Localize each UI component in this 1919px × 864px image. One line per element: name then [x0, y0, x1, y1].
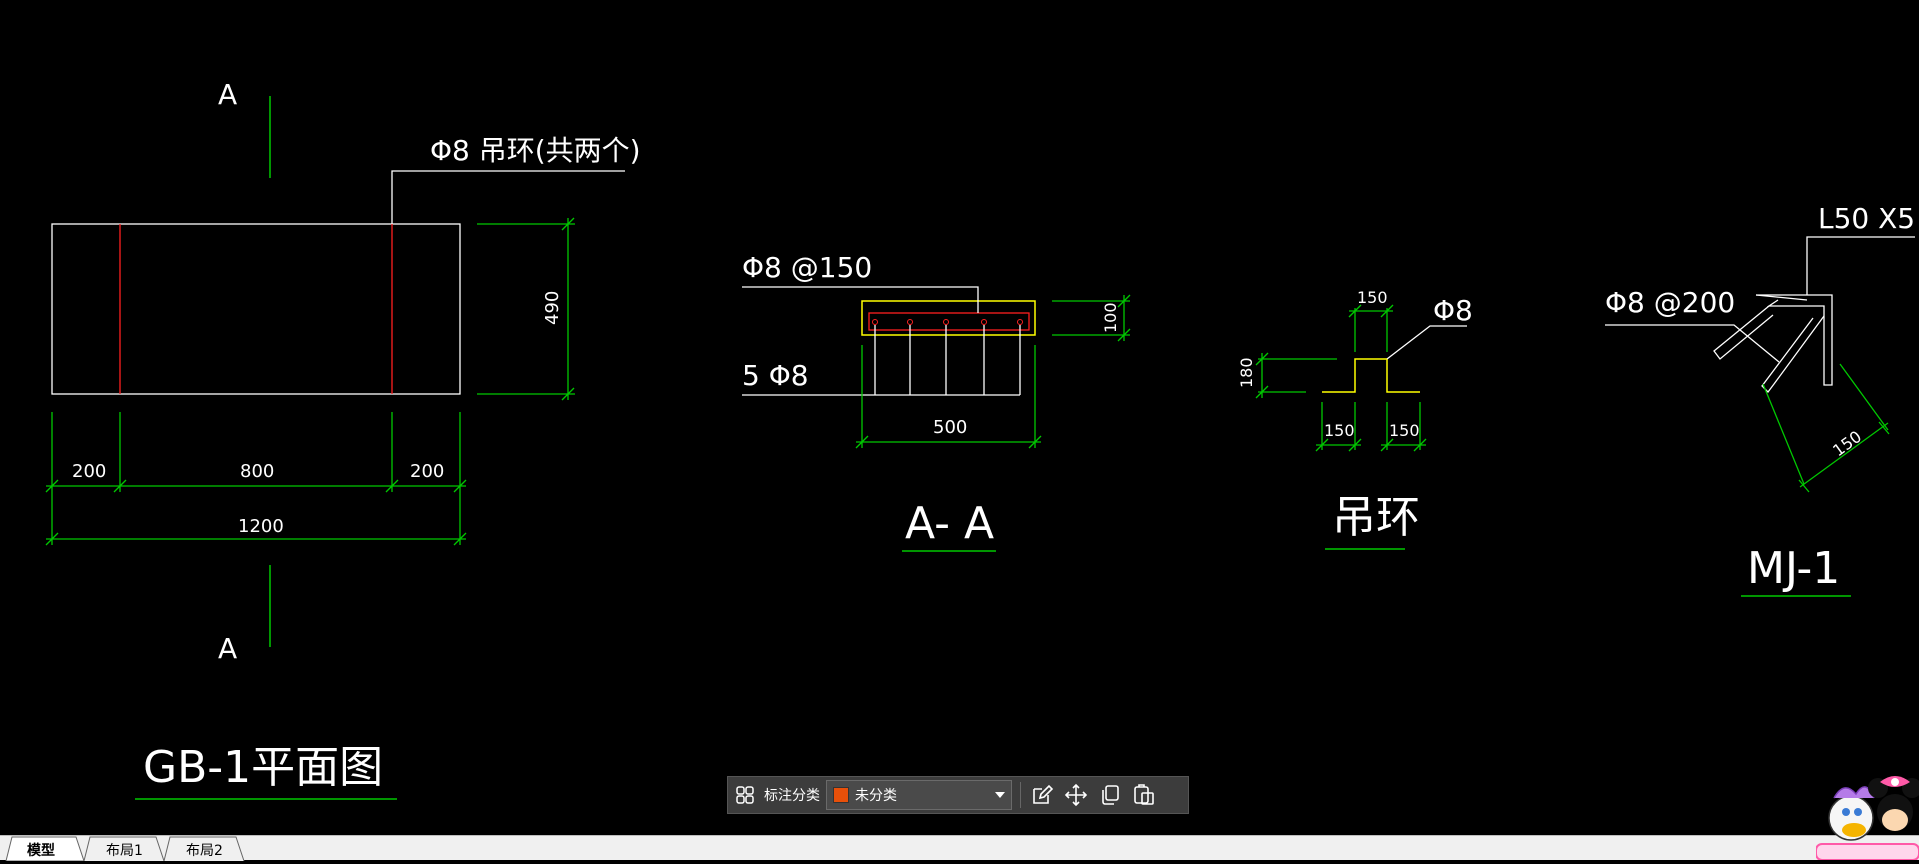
hook-leader: [391, 170, 625, 224]
category-select[interactable]: 未分类: [826, 780, 1012, 810]
plan-view: A A Φ8 吊环(共两个) 490 200 8: [45, 78, 641, 800]
category-label: 标注分类: [764, 788, 820, 804]
plan-title: GB-1平面图: [143, 742, 383, 793]
dim-seg-1: 200: [72, 461, 106, 482]
section-mark-bottom: A: [218, 632, 237, 665]
dim-seg-3: 200: [410, 461, 444, 482]
layout-tab-bar: 模型 布局1 布局2: [0, 835, 1919, 861]
top-bar-leader: [742, 286, 979, 313]
section-mark-top: A: [218, 78, 237, 111]
section-highlight: [861, 300, 1036, 336]
embed-dim: 150: [1829, 427, 1865, 460]
anchor-bar: [1761, 315, 1825, 393]
angle-edge: [1755, 294, 1808, 301]
annotation-toolbar: 标注分类 未分类: [727, 776, 1189, 814]
paste-icon[interactable]: [1127, 778, 1161, 812]
dim-thickness: 100: [1101, 302, 1120, 333]
tick: [561, 217, 575, 231]
hook-bar-leader: [1386, 325, 1467, 360]
tick: [1798, 479, 1810, 493]
hook-title: 吊环: [1332, 492, 1420, 543]
chevron-down-icon: [995, 792, 1005, 798]
tick: [561, 387, 575, 401]
tick: [855, 435, 869, 449]
tick: [1117, 328, 1131, 342]
ticks: [45, 479, 467, 546]
angle-steel: [1756, 294, 1833, 386]
tab-shapes: [5, 836, 245, 861]
copy-icon[interactable]: [1093, 778, 1127, 812]
tab-model[interactable]: 模型: [27, 843, 55, 859]
tick: [1255, 352, 1269, 366]
tick: [1348, 304, 1362, 318]
anchor-bar: [1713, 305, 1774, 360]
bar-leader: [1605, 324, 1780, 363]
tick: [1117, 294, 1131, 308]
section-top-label: Φ8 @150: [742, 251, 872, 284]
edit-annotation-icon[interactable]: [1025, 778, 1059, 812]
tab-layout1[interactable]: 布局1: [106, 843, 143, 859]
tab-layout2[interactable]: 布局2: [186, 843, 223, 859]
ext-line: [1839, 363, 1889, 431]
hook-dim-right: 150: [1389, 421, 1420, 440]
hook-detail: 150 Φ8 180 150 150 吊环: [1237, 288, 1473, 550]
bar-label: Φ8 @200: [1605, 286, 1735, 319]
drawing-canvas[interactable]: A A Φ8 吊环(共两个) 490 200 8: [0, 0, 1919, 835]
section-title: A- A: [905, 498, 994, 549]
angle-leader: [1806, 236, 1915, 295]
tick: [1380, 304, 1394, 318]
ext-line: [1762, 383, 1805, 485]
category-color-swatch: [833, 787, 849, 803]
hook-dim-top: 150: [1357, 288, 1388, 307]
hook-dim-height: 180: [1237, 357, 1256, 388]
hook-shape: [1322, 358, 1420, 393]
dim-line: [1799, 422, 1889, 488]
rebar-dots: [872, 319, 1023, 325]
rebar-leaders: [742, 325, 1021, 396]
divider: [1020, 782, 1021, 808]
tick: [1255, 385, 1269, 399]
ticks: [1315, 438, 1427, 452]
tick: [1028, 435, 1042, 449]
embed-detail: L50 X5 Φ8 @200 150 MJ-1: [1605, 202, 1915, 597]
angle-label: L50 X5: [1818, 202, 1915, 235]
category-value: 未分类: [855, 788, 897, 804]
move-icon[interactable]: [1059, 778, 1093, 812]
tick: [1878, 421, 1890, 435]
hook-bar-label: Φ8: [1433, 294, 1473, 327]
section-bottom-label: 5 Φ8: [742, 359, 809, 392]
hook-note: Φ8 吊环(共两个): [430, 134, 641, 167]
dim-width: 500: [933, 417, 967, 438]
section-view: Φ8 @150 5 Φ8 100 500 A- A: [742, 251, 1131, 552]
grid-icon[interactable]: [728, 778, 762, 812]
dim-seg-2: 800: [240, 461, 274, 482]
section-slab: [868, 312, 1030, 331]
mascot-sticker-image: [1815, 770, 1919, 861]
dim-total: 1200: [238, 516, 284, 537]
hook-dim-left: 150: [1324, 421, 1355, 440]
dim-height-label: 490: [542, 291, 563, 325]
embed-title: MJ-1: [1747, 543, 1840, 594]
slab-outline: [51, 223, 461, 395]
